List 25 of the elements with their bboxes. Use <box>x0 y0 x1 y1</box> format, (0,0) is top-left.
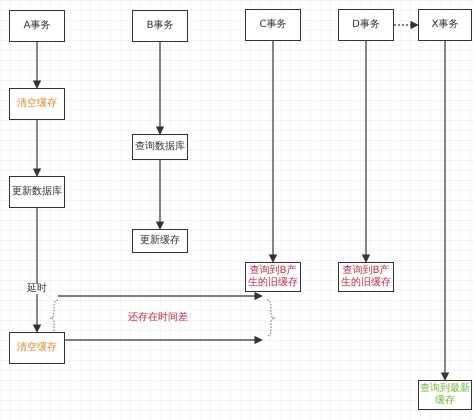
process-box: 查询数据库 <box>132 134 188 160</box>
process-box: D事务 <box>338 9 394 41</box>
process-box: C事务 <box>245 9 301 41</box>
process-box: X事务 <box>418 9 472 41</box>
arrow <box>32 208 42 333</box>
arrow <box>65 336 263 344</box>
arrow <box>362 41 370 263</box>
process-box: 查询到B产生的旧缓存 <box>338 262 394 292</box>
arrow <box>268 41 278 263</box>
process-box: 更新数据库 <box>9 176 65 208</box>
arrow <box>32 42 42 89</box>
arrow <box>156 42 164 135</box>
edge-label: 延时 <box>25 284 49 294</box>
arrow <box>156 160 164 230</box>
process-box: A事务 <box>9 10 65 42</box>
note-text: 还存在时间差 <box>128 310 188 325</box>
arrow <box>32 120 42 177</box>
process-box: 查询到最新缓存 <box>418 380 472 410</box>
process-box: 更新缓存 <box>132 229 188 253</box>
process-box: B事务 <box>132 10 188 42</box>
process-box: 查询到B产生的旧缓存 <box>245 262 301 292</box>
process-box: 清空缓存 <box>9 332 65 364</box>
arrow <box>440 41 450 381</box>
arrow <box>394 20 419 30</box>
process-box: 清空缓存 <box>9 88 65 120</box>
